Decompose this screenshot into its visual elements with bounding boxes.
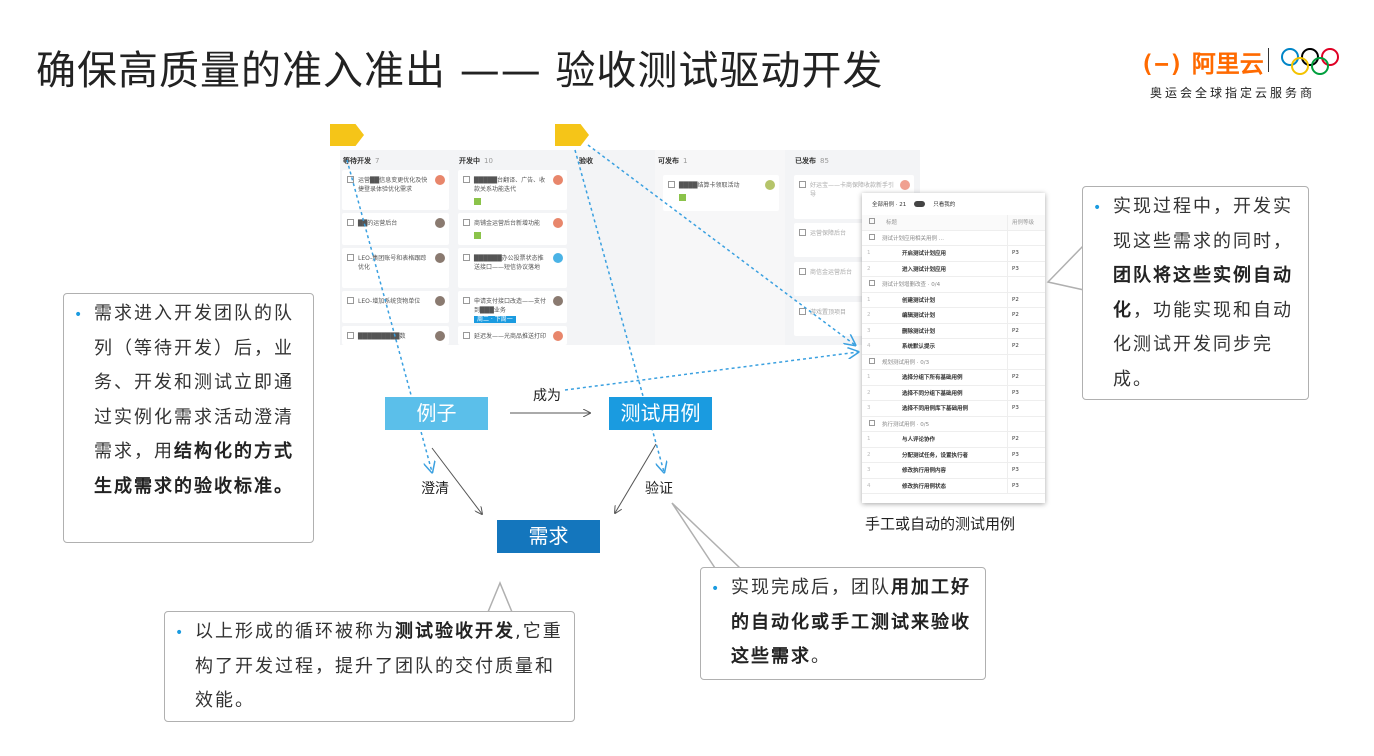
kanban-card[interactable]: 运营██信息变更优化及快捷登录体验优化需求 — [342, 170, 449, 210]
only-mine-toggle[interactable] — [914, 201, 926, 207]
test-group-row[interactable]: 测试计划应用相关用例 ... — [862, 230, 1045, 246]
test-group-row[interactable]: 执行测试用例 · 0/5 — [862, 416, 1045, 432]
test-group-row[interactable]: 测试计划增删改查 · 0/4 — [862, 277, 1045, 293]
callout-right: •实现过程中，开发实现这些需求的同时，团队将这些实例自动化，功能实现和自动化测试… — [1082, 186, 1309, 400]
requirement-box: 需求 — [497, 520, 600, 553]
kanban-card[interactable]: ████结算卡领取活动 — [663, 175, 779, 211]
kanban-column: 验收 — [579, 157, 593, 165]
arrow-clarify — [431, 447, 482, 514]
only-mine-label: 只看我的 — [933, 202, 956, 208]
verify-label: 验证 — [645, 478, 673, 498]
clarify-label: 澄清 — [421, 478, 449, 498]
kanban-card[interactable]: 延迟发——光商品推送打印 — [458, 326, 567, 345]
page-title: 确保高质量的准入准出 —— 验收测试驱动开发 — [36, 48, 884, 94]
kanban-card[interactable]: █████台翻译、广告、收款关系功能迭代 — [458, 170, 567, 210]
test-panel-caption: 手工或自动的测试用例 — [865, 515, 1016, 533]
test-group-row[interactable]: 规划测试用例 · 0/3 — [862, 354, 1045, 370]
dashed-link — [587, 144, 855, 345]
kanban-card[interactable]: LEO-增加系统货物单位 — [342, 291, 449, 323]
kanban-card[interactable]: ██████办公投票状态推送接口——短信协议落地 — [458, 248, 567, 288]
testcase-box: 测试用例 — [609, 397, 712, 430]
kanban-card[interactable]: ██的运营后台 — [342, 213, 449, 245]
aliyun-logo: (−) 阿里云 — [1140, 50, 1264, 78]
kanban-card[interactable]: LEO-集团账号和表格跟踪优化 — [342, 248, 449, 288]
flag-marker-icon — [330, 124, 364, 146]
dashed-link — [564, 352, 858, 391]
all-cases-label[interactable]: 全部用例 · 21 — [872, 202, 907, 208]
level-column-sort[interactable]: 用例等级 — [1007, 215, 1045, 230]
kanban-card[interactable]: 申请支付接口改造——支付到███业务周二 · 下周一 — [458, 291, 567, 323]
due-date-tag: 周二 · 下周一 — [474, 316, 516, 323]
olympic-rings-icon — [1281, 48, 1339, 75]
becomes-label: 成为 — [533, 385, 561, 405]
aliyun-olympic-logo: (−) 阿里云 奥运会全球指定云服务商 — [1140, 44, 1350, 104]
example-box: 例子 — [385, 397, 488, 430]
arrow-verify — [615, 443, 657, 513]
callout-bottom-right: •实现完成后，团队用加工好的自动化或手工测试来验收这些需求。 — [700, 567, 986, 680]
flag-marker-icon — [555, 124, 589, 146]
logo-subtitle: 奥运会全球指定云服务商 — [1150, 86, 1316, 100]
table-header: 标题用例等级 — [862, 215, 1045, 231]
callout-left: •需求进入开发团队的队列（等待开发）后，业务、开发和测试立即通过实例化需求活动澄… — [63, 293, 314, 543]
kanban-card[interactable]: 商铺金运营后台新增功能 — [458, 213, 567, 245]
callout-bottom-left: •以上形成的循环被称为测试验收开发,它重构了开发过程，提升了团队的交付质量和效能… — [164, 611, 575, 722]
